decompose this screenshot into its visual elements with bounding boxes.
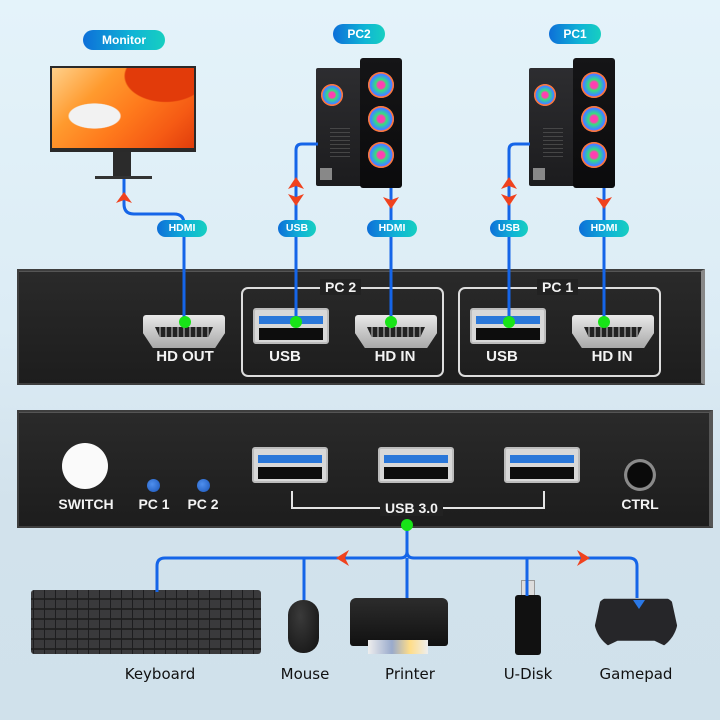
ctrl-jack-port xyxy=(624,459,656,491)
monitor-hdmi-cable-label: HDMI xyxy=(157,220,207,237)
pc2-usb-cable-label: USB xyxy=(278,220,316,237)
pc2-usb-label: USB xyxy=(269,348,301,365)
bus-left-arrow-icon xyxy=(336,550,349,566)
pc1-group-title: PC 1 xyxy=(537,279,579,295)
pc2-usb-down-arrow-icon xyxy=(288,194,304,206)
pc1-led-label: PC 1 xyxy=(138,496,170,512)
monitor-up-arrow-icon xyxy=(116,192,132,203)
pc1-usb-cable-label: USB xyxy=(490,220,528,237)
pc2-usb-up-arrow-icon xyxy=(288,177,304,189)
printer-label: Printer xyxy=(385,665,435,683)
monitor-label: Monitor xyxy=(83,30,165,50)
pc2-hd-in-connection-dot xyxy=(385,316,397,328)
pc1-usb-label: USB xyxy=(486,348,518,365)
hd-out-label: HD OUT xyxy=(156,348,214,365)
pc2-usb-connection-dot xyxy=(290,316,302,328)
printer-icon xyxy=(350,598,448,656)
pc1-hd-in-label: HD IN xyxy=(591,348,633,365)
pc1-hdmi-cable-label: HDMI xyxy=(579,220,629,237)
usb-hub-connection-dot xyxy=(401,519,413,531)
pc2-hdmi-cable-label: HDMI xyxy=(367,220,417,237)
usb-3-label: USB 3.0 xyxy=(380,500,443,516)
mouse-label: Mouse xyxy=(280,665,330,683)
pc1-label: PC1 xyxy=(549,24,601,44)
pc2-led-icon xyxy=(197,479,210,492)
pc2-label: PC2 xyxy=(333,24,385,44)
front-usb-port-2 xyxy=(378,447,454,483)
pc1-tower-icon xyxy=(529,58,615,188)
pc1-hd-in-port xyxy=(572,315,654,348)
gamepad-logo-icon xyxy=(633,600,645,609)
ctrl-label: CTRL xyxy=(621,496,659,512)
pc1-led-icon xyxy=(147,479,160,492)
keyboard-label: Keyboard xyxy=(124,665,196,683)
pc2-tower-icon xyxy=(316,58,402,188)
gamepad-label: Gamepad xyxy=(599,665,673,683)
front-usb-port-3 xyxy=(504,447,580,483)
switch-button[interactable] xyxy=(62,443,108,489)
pc1-hd-in-connection-dot xyxy=(598,316,610,328)
pc1-usb-up-arrow-icon xyxy=(501,177,517,189)
pc2-group-title: PC 2 xyxy=(320,279,362,295)
front-usb-port-1 xyxy=(252,447,328,483)
mouse-icon xyxy=(288,600,319,653)
pc1-usb-down-arrow-icon xyxy=(501,194,517,206)
pc1-usb-connection-dot xyxy=(503,316,515,328)
pc2-hd-in-label: HD IN xyxy=(374,348,416,365)
udisk-label: U-Disk xyxy=(503,665,553,683)
switch-label: SWITCH xyxy=(58,496,114,512)
pc2-led-label: PC 2 xyxy=(187,496,219,512)
pc2-hdmi-down-arrow-icon xyxy=(383,197,399,209)
pc1-hdmi-down-arrow-icon xyxy=(596,197,612,209)
hd-out-connection-dot xyxy=(179,316,191,328)
usb-drive-icon xyxy=(515,580,541,656)
keyboard-icon xyxy=(31,590,261,654)
bus-right-arrow-icon xyxy=(577,550,590,566)
